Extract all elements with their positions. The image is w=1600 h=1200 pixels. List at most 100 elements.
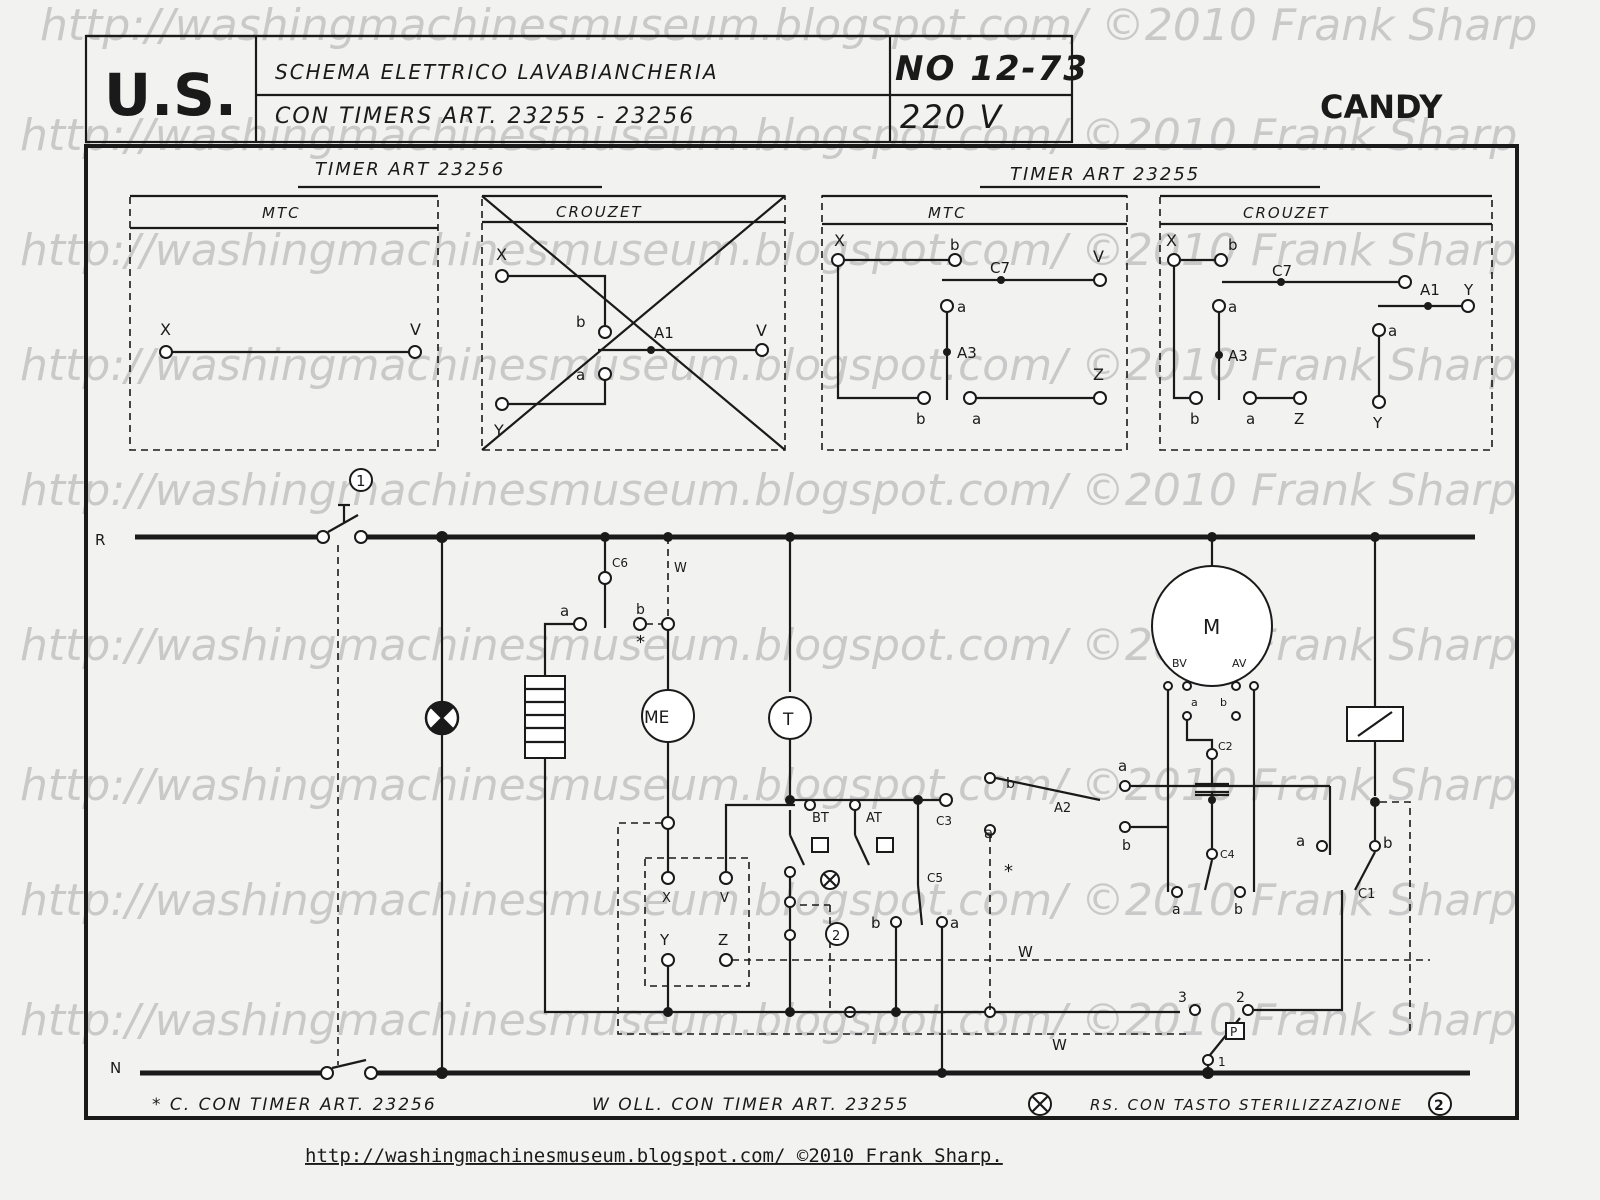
contact-b-label: b: [1122, 838, 1131, 854]
contact-a-label: a: [1191, 696, 1198, 709]
terminal-v-label: V: [720, 891, 729, 906]
pressure-contact-1-label: 1: [1218, 1055, 1226, 1069]
panel-header: MTC: [262, 204, 301, 222]
sterilization-button-label: 2: [832, 929, 840, 944]
panel-crouzet-23255: CROUZET X b C7 a A3 b a Z A1 Y a Y: [1159, 194, 1493, 451]
line-r-label: R: [95, 531, 105, 549]
contact-c2-label: C2: [1218, 740, 1233, 753]
contact-a2-label: A2: [1054, 801, 1071, 816]
panel-header: CROUZET: [1243, 204, 1330, 222]
terminal-v-label: V: [756, 321, 767, 340]
terminal-z-label: Z: [718, 931, 728, 949]
w-mark: W: [1052, 1036, 1067, 1054]
watermark-text: http://washingmachinesmuseum.blogspot.co…: [20, 465, 1517, 516]
pressure-switch: [1225, 1022, 1245, 1040]
terminal-z-label: Z: [1093, 365, 1104, 384]
contact-a1-label: A1: [654, 324, 674, 342]
terminal-z-label: Z: [1294, 410, 1304, 428]
terminal-x-label: X: [496, 245, 507, 264]
timer-title-23255: TIMER ART 23255: [1010, 164, 1200, 185]
contact-c6-label: C6: [612, 556, 628, 570]
watermark-text: http://washingmachinesmuseum.blogspot.co…: [20, 995, 1517, 1046]
contact-a3-label: A3: [1228, 347, 1248, 365]
contact-b-label: b: [1383, 834, 1393, 852]
w-mark: W: [674, 561, 687, 576]
main-circuit: R 1 N C6 a b: [95, 468, 1475, 1080]
diagram-frame: [84, 144, 1519, 1120]
logo-text: U.S.: [104, 61, 237, 129]
source-url-link[interactable]: http://washingmachinesmuseum.blogspot.co…: [305, 1145, 1003, 1167]
legend-notes: * C. CON TIMER ART. 23256 W OLL. CON TIM…: [152, 1092, 1452, 1116]
line-n-label: N: [110, 1059, 121, 1077]
contact-at-label: AT: [866, 811, 882, 826]
contact-b-label: b: [1190, 410, 1200, 428]
panel-header: MTC: [928, 204, 967, 222]
contact-b-label: b: [871, 914, 881, 932]
contact-b-label: b: [1006, 776, 1015, 792]
terminal-y-label: Y: [1372, 414, 1383, 432]
terminal-y-label: Y: [1463, 281, 1474, 299]
terminal-y-label: Y: [659, 931, 670, 949]
contact-a-label: a: [1228, 298, 1237, 316]
contact-a-label: a: [1296, 832, 1305, 850]
contact-bt-label: BT: [812, 811, 829, 826]
note-star: * C. CON TIMER ART. 23256: [152, 1095, 437, 1115]
panel-mtc-23255: MTC X b C7 V a A3 b a Z: [821, 194, 1128, 451]
contact-c3-label: C3: [936, 814, 952, 828]
contact-a-label: a: [957, 298, 966, 316]
contact-c7-label: C7: [1272, 262, 1292, 280]
watermark-text: http://washingmachinesmuseum.blogspot.co…: [20, 225, 1517, 276]
contact-a-label: a: [950, 914, 959, 932]
contact-b-label: b: [916, 410, 926, 428]
contact-b-label: b: [950, 236, 960, 254]
main-motor-label: M: [1203, 615, 1220, 639]
star-mark: *: [636, 632, 645, 653]
panel-mtc-23256: MTC X V: [129, 194, 439, 451]
panel-header: CROUZET: [556, 203, 643, 221]
contact-c4-label: C4: [1220, 848, 1235, 861]
document-code: NO 12-73: [895, 49, 1089, 89]
watermark-text: http://washingmachinesmuseum.blogspot.co…: [20, 620, 1517, 671]
terminal-x-label: X: [1166, 231, 1177, 250]
pressure-switch-label: P: [1230, 1025, 1237, 1039]
title-block: U.S. SCHEMA ELETTRICO LAVABIANCHERIA CON…: [84, 34, 1089, 144]
contact-a1-label: A1: [1420, 281, 1440, 299]
terminal-y-label: Y: [493, 421, 504, 440]
title-line2: CON TIMERS ART. 23255 - 23256: [275, 104, 695, 129]
watermark-text: http://washingmachinesmuseum.blogspot.co…: [20, 875, 1517, 926]
contact-b-label: b: [1234, 902, 1243, 918]
watermark-text: http://washingmachinesmuseum.blogspot.co…: [20, 110, 1517, 161]
contact-a-label: a: [972, 410, 981, 428]
thermostat-label: T: [782, 710, 794, 730]
contact-a-label: a: [1172, 902, 1181, 918]
voltage-label: 220 V: [900, 98, 1003, 136]
pressure-contact-3-label: 3: [1178, 990, 1187, 1006]
watermark-layer: http://washingmachinesmuseum.blogspot.co…: [20, 0, 1537, 1046]
timer-motor-label: ME: [644, 708, 669, 728]
contact-b-label: b: [1220, 696, 1227, 709]
contact-c7-label: C7: [990, 259, 1010, 277]
brand-name: CANDY: [1320, 88, 1443, 126]
contact-a-label: a: [560, 602, 569, 620]
panel-crouzet-23256: CROUZET X b A1 V a Y: [481, 194, 786, 451]
contact-a-label: a: [576, 366, 585, 384]
w-mark: W: [1018, 943, 1033, 961]
terminal-x-label: X: [834, 231, 845, 250]
timer-title-23256: TIMER ART 23256: [315, 159, 505, 180]
watermark-text: http://washingmachinesmuseum.blogspot.co…: [20, 340, 1517, 391]
contact-c5-label: C5: [927, 871, 943, 885]
contact-a3-label: A3: [957, 344, 977, 362]
mains-switch-label: 1: [356, 472, 366, 490]
contact-c1-label: C1: [1358, 887, 1375, 902]
contact-b-label: b: [1228, 236, 1238, 254]
contact-b-label: b: [576, 313, 586, 331]
terminal-x-label: X: [160, 320, 171, 339]
contact-a-label: a: [984, 824, 993, 842]
contact-a-label: a: [1246, 410, 1255, 428]
motor-av-label: AV: [1232, 657, 1247, 670]
watermark-text: http://washingmachinesmuseum.blogspot.co…: [40, 0, 1537, 51]
main-motor: [1151, 565, 1273, 687]
timer-terminal-block: [644, 857, 750, 987]
terminal-x-label: X: [662, 891, 671, 906]
contact-a-label: a: [1388, 322, 1397, 340]
